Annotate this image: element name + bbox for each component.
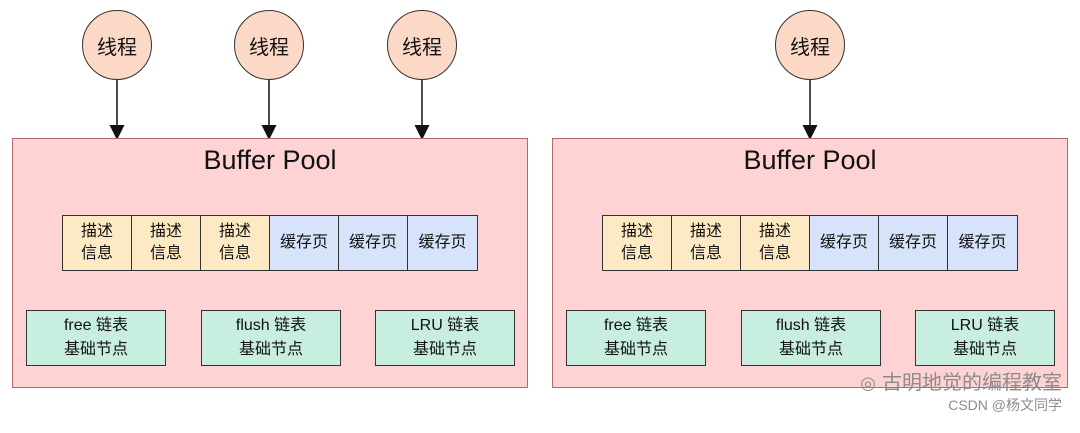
buffer-pool-title: Buffer Pool — [203, 145, 337, 175]
lru-list-node: LRU 链表 基础节点 — [375, 310, 515, 366]
buffer-pool-title: Buffer Pool — [743, 145, 877, 175]
descriptor-cell: 描述 信息 — [201, 216, 270, 270]
thread-node: 线程 — [775, 10, 845, 80]
thread-node: 线程 — [387, 10, 457, 80]
page-cells-row: 描述 信息描述 信息描述 信息缓存页缓存页缓存页 — [602, 215, 1018, 271]
free-list-node: free 链表 基础节点 — [26, 310, 166, 366]
page-cells-row: 描述 信息描述 信息描述 信息缓存页缓存页缓存页 — [62, 215, 478, 271]
descriptor-cell: 描述 信息 — [672, 216, 741, 270]
thread-node: 线程 — [82, 10, 152, 80]
descriptor-cell: 描述 信息 — [603, 216, 672, 270]
free-list-node: free 链表 基础节点 — [566, 310, 706, 366]
descriptor-cell: 描述 信息 — [63, 216, 132, 270]
cache-page-cell: 缓存页 — [408, 216, 477, 270]
lru-list-node: LRU 链表 基础节点 — [915, 310, 1055, 366]
descriptor-cell: 描述 信息 — [741, 216, 810, 270]
cache-page-cell: 缓存页 — [879, 216, 948, 270]
watermark: ◎ 古明地觉的编程教室 CSDN @杨文同学 — [860, 372, 1062, 416]
flush-list-node: flush 链表 基础节点 — [201, 310, 341, 366]
cache-page-cell: 缓存页 — [270, 216, 339, 270]
wechat-icon: ◎ — [860, 373, 876, 393]
descriptor-cell: 描述 信息 — [132, 216, 201, 270]
thread-node: 线程 — [234, 10, 304, 80]
cache-page-cell: 缓存页 — [810, 216, 879, 270]
watermark-title: 古明地觉的编程教室 — [882, 372, 1062, 394]
flush-list-node: flush 链表 基础节点 — [741, 310, 881, 366]
watermark-credit: CSDN @杨文同学 — [948, 397, 1062, 413]
cache-page-cell: 缓存页 — [948, 216, 1017, 270]
cache-page-cell: 缓存页 — [339, 216, 408, 270]
